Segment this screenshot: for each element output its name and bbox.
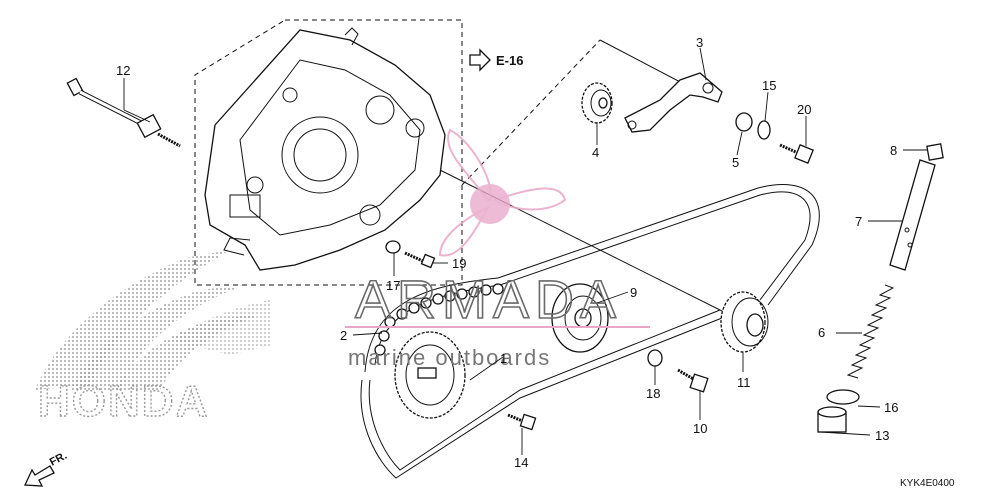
callout-1: 1 xyxy=(500,351,507,366)
callout-7: 7 xyxy=(855,214,862,229)
diagram-code: KYK4E0400 xyxy=(900,478,955,489)
callout-6: 6 xyxy=(818,325,825,340)
callout-12: 12 xyxy=(116,63,130,78)
callout-15: 15 xyxy=(762,78,776,93)
part-18-washer xyxy=(647,349,663,367)
part-3-arm xyxy=(624,72,723,133)
part-17-washer xyxy=(385,240,401,254)
callout-13: 13 xyxy=(875,428,889,443)
part-4-sprocket xyxy=(581,82,613,124)
e16-reference-label: E-16 xyxy=(496,53,523,68)
part-2-cam-chain xyxy=(360,184,820,479)
part-14-bolt xyxy=(507,413,537,431)
callout-18: 18 xyxy=(646,386,660,401)
callout-2: 2 xyxy=(340,328,347,343)
honda-brand-text: HONDA xyxy=(38,377,209,426)
callout-11: 11 xyxy=(737,375,751,390)
callout-4: 4 xyxy=(592,145,599,160)
projection-line xyxy=(461,39,601,186)
part-20-bolt xyxy=(779,143,814,164)
part-9-roller xyxy=(551,283,609,353)
part-15-washer xyxy=(757,120,771,140)
chain-links xyxy=(374,283,504,356)
callout-17: 17 xyxy=(386,278,400,293)
part-12-bolt xyxy=(66,77,181,148)
part-16-washer xyxy=(826,389,860,405)
front-arrow xyxy=(24,465,55,487)
part-1-sprocket xyxy=(394,331,466,419)
front-arrow-label: FR. xyxy=(48,450,69,469)
callout-5: 5 xyxy=(732,155,739,170)
callout-3: 3 xyxy=(696,35,703,50)
part-7-pusher xyxy=(889,159,936,271)
crankcase-boundary xyxy=(194,19,463,286)
callout-9: 9 xyxy=(630,285,637,300)
honda-wing-logo xyxy=(35,250,272,390)
watermark xyxy=(438,128,567,257)
part-8-cap xyxy=(926,143,944,161)
e16-reference xyxy=(469,48,491,72)
callout-14: 14 xyxy=(514,455,528,470)
callout-10: 10 xyxy=(693,421,707,436)
part-6-spring xyxy=(846,284,895,379)
part-19-bolt xyxy=(404,251,436,269)
callout-16: 16 xyxy=(884,400,898,415)
watermark-main: ARMADA xyxy=(355,270,622,330)
watermark-sub: marine outboards xyxy=(348,345,551,370)
callout-20: 20 xyxy=(797,102,811,117)
part-13-plug xyxy=(817,406,847,433)
part-11-sprocket xyxy=(720,291,769,353)
leader-lines xyxy=(123,47,928,455)
callout-8: 8 xyxy=(890,143,897,158)
part-10-bolt xyxy=(677,368,709,393)
crankcase xyxy=(204,27,446,271)
part-5-collar xyxy=(735,112,753,132)
callout-19: 19 xyxy=(452,256,466,271)
